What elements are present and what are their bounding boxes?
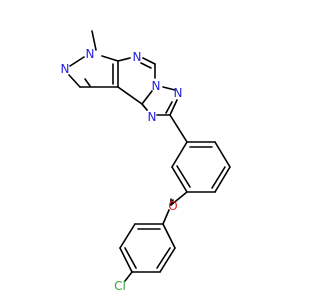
bond-n-c2 — [169, 99, 178, 116]
atom-n-triazole-left: N — [148, 110, 157, 124]
molecule-diagram: N N N N N N O Cl — [61, 30, 231, 293]
bond-c10b-n-double — [141, 103, 148, 111]
bond-n-n — [162, 86, 176, 91]
bond-ph-5-double — [176, 165, 191, 188]
bond-c7a-n7 — [117, 57, 131, 62]
atom-o-ether: O — [168, 199, 177, 213]
bond-ph-5 — [171, 166, 188, 193]
bonds — [68, 30, 231, 282]
bond-cp-2 — [162, 223, 176, 249]
atom-cl: Cl — [114, 279, 126, 293]
bond-ph-3-double — [211, 166, 226, 189]
atom-n-pyrazole: N — [61, 62, 70, 76]
bond-c7a-n1 — [101, 55, 119, 62]
structure-canvas: N N N N N N O Cl — [61, 30, 231, 293]
bond-o-ar — [162, 209, 170, 225]
bond-ch2 — [170, 191, 188, 206]
bond-cp-5-double — [124, 247, 137, 269]
bond-n-c10b — [141, 90, 153, 105]
atom-n-triazole-right: N — [174, 86, 183, 100]
atom-labels: N N N N N N O Cl — [61, 47, 183, 293]
bond-ph-2 — [214, 141, 231, 168]
bond-methyl — [91, 30, 97, 51]
bond-n-c2-double — [165, 101, 173, 114]
bond-cp-5 — [119, 247, 133, 273]
bond-n2-c3 — [68, 74, 81, 88]
bond-n1-n2 — [69, 56, 85, 67]
bond-n7-c5-double — [140, 62, 152, 69]
bond-c10b-c3a — [117, 86, 143, 105]
bond-n2-c3-double — [84, 78, 91, 87]
bond-triazole-phenyl — [169, 114, 188, 143]
bond-ch2-o-b — [170, 199, 174, 206]
atom-n-bridge: N — [152, 79, 161, 93]
bond-cp-3-double — [156, 247, 171, 269]
bond-cp-3 — [159, 247, 176, 273]
bond-ph-6 — [171, 141, 188, 168]
atom-n-methyl: N — [86, 47, 95, 61]
atom-n-pyrimidine: N — [133, 50, 142, 64]
bond-n7-c5 — [142, 57, 156, 65]
bond-cp-6 — [119, 223, 136, 249]
bond-ph-3 — [214, 166, 231, 193]
bond-cp-cl — [124, 271, 133, 282]
